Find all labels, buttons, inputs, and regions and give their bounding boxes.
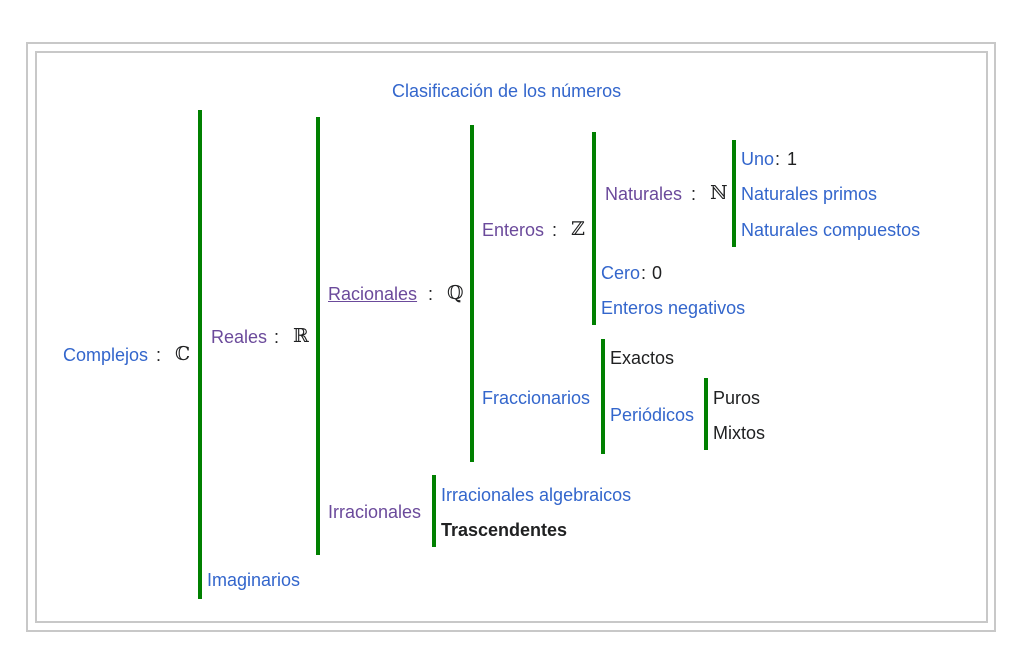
exactos-label: Exactos xyxy=(610,348,675,368)
complejos-brace xyxy=(198,110,202,599)
naturales-separator: : xyxy=(691,184,697,204)
inner-frame xyxy=(35,51,988,623)
reales-symbol: ℝ xyxy=(293,325,309,347)
irracionales-brace xyxy=(432,475,436,547)
periodicos-brace xyxy=(704,378,708,450)
outer-frame xyxy=(26,42,996,632)
racionales-symbol: ℚ xyxy=(447,282,464,304)
complejos-symbol: ℂ xyxy=(175,343,191,365)
naturales-link[interactable]: Naturales xyxy=(605,184,683,204)
title-link[interactable]: Clasificación de los números xyxy=(392,81,622,101)
irracionales-algebraicos-link[interactable]: Irracionales algebraicos xyxy=(441,485,632,505)
enteros-separator: : xyxy=(552,220,558,240)
puros-label: Puros xyxy=(713,388,761,408)
reales-separator: : xyxy=(274,327,280,347)
enteros-brace xyxy=(592,132,596,325)
irracionales-link[interactable]: Irracionales xyxy=(328,502,422,522)
trascendentes-label: Trascendentes xyxy=(441,520,568,540)
uno-separator: : xyxy=(775,149,781,169)
racionales-link[interactable]: Racionales xyxy=(328,284,418,304)
racionales-brace xyxy=(470,125,474,462)
fraccionarios-link[interactable]: Fraccionarios xyxy=(482,388,591,408)
complejos-separator: : xyxy=(156,345,162,365)
enteros-negativos-link[interactable]: Enteros negativos xyxy=(601,298,746,318)
naturales-compuestos-link[interactable]: Naturales compuestos xyxy=(741,220,921,240)
fraccionarios-brace xyxy=(601,339,605,454)
enteros-link[interactable]: Enteros xyxy=(482,220,545,240)
reales-link[interactable]: Reales xyxy=(211,327,268,347)
cero-value: 0 xyxy=(652,263,663,283)
periodicos-link[interactable]: Periódicos xyxy=(610,405,695,425)
racionales-separator: : xyxy=(428,284,434,304)
uno-link[interactable]: Uno xyxy=(741,149,775,169)
cero-separator: : xyxy=(641,263,647,283)
reales-brace xyxy=(316,117,320,555)
enteros-symbol: ℤ xyxy=(571,218,585,240)
uno-value: 1 xyxy=(787,149,798,169)
naturales-primos-link[interactable]: Naturales primos xyxy=(741,184,878,204)
cero-link[interactable]: Cero xyxy=(601,263,641,283)
naturales-symbol: ℕ xyxy=(710,182,728,204)
complejos-link[interactable]: Complejos xyxy=(63,345,149,365)
imaginarios-link[interactable]: Imaginarios xyxy=(207,570,301,590)
naturales-brace xyxy=(732,140,736,247)
mixtos-label: Mixtos xyxy=(713,423,766,443)
